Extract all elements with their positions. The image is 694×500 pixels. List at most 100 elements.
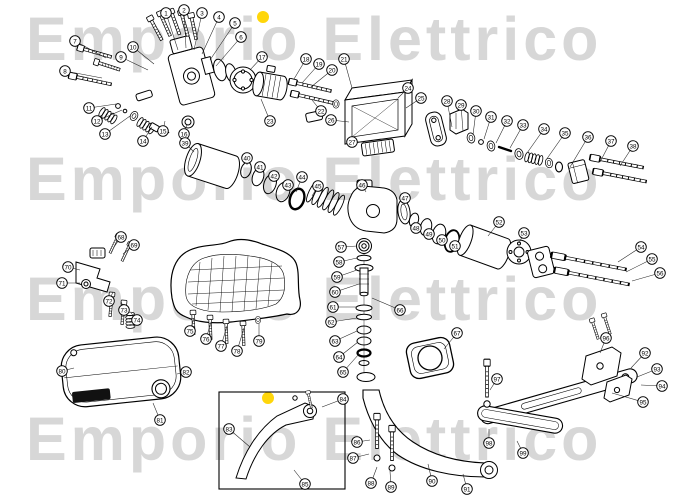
callout-number: 32 [503,118,511,125]
callout-8: 8 [59,65,103,79]
callout-circle [651,363,663,375]
callout-circle [627,140,639,152]
callout-circle [470,105,482,117]
callout-93: 93 [636,363,663,378]
callout-number: 98 [485,440,493,447]
callout-number: 11 [86,105,93,112]
callout-2: 2 [178,4,190,49]
starter-motor-assembly [229,64,340,123]
callout-number: 47 [401,195,409,202]
callout-number: 53 [520,230,528,237]
callout-61: 61 [327,301,356,313]
callout-number: 13 [101,131,109,138]
callout-circle [646,253,658,265]
callout-circle [103,295,115,307]
callout-number: 45 [314,183,322,190]
callout-circle [299,478,311,490]
callout-circle [517,119,529,131]
callout-95: 95 [611,392,649,408]
callout-number: 77 [217,343,225,350]
tank-label [72,388,111,403]
callout-76: 76 [200,321,212,345]
callout-circle [518,227,530,239]
callout-75: 75 [184,317,196,337]
callout-number: 18 [302,56,310,63]
callout-number: 30 [472,108,480,115]
callout-number: 2 [182,7,186,14]
callout-number: 40 [243,155,251,162]
callout-circle [600,332,612,344]
callout-circle [449,240,461,252]
screw [67,71,113,89]
callout-circle [333,256,345,268]
callout-54: 54 [617,241,647,263]
callout-number: 75 [186,328,194,335]
callout-number: 6 [239,34,243,41]
callout-number: 29 [457,102,465,109]
bracket [581,346,622,386]
callout-24: 24 [397,82,414,99]
callout-1: 1 [160,7,179,51]
callout-number: 58 [335,259,343,266]
callout-circle [215,340,227,352]
callout-circle [254,161,266,173]
callout-59: 59 [331,269,358,283]
callout-circle [605,135,617,147]
callout-number: 52 [495,219,503,226]
callout-circle [264,115,276,127]
callout-circle [426,475,438,487]
callout-25: 25 [405,92,427,109]
callout-number: 34 [540,126,548,133]
callout-number: 61 [329,304,337,311]
callout-19: 19 [301,58,325,84]
callout-number: 96 [602,335,610,342]
callout-84: 84 [321,393,349,408]
callout-number: 48 [412,225,420,232]
callout-circle [56,365,68,377]
callout-number: 33 [519,122,527,129]
callout-number: 3 [200,10,204,17]
watermark-accent-dot [262,392,274,404]
callout-circle [346,136,358,148]
callout-66: 66 [371,297,406,316]
callout-80: 80 [56,365,75,377]
callout-circle [196,7,208,19]
callout-circle [315,105,327,117]
callout-97: 97 [489,373,503,391]
callout-circle [131,314,143,326]
callout-circle [115,51,127,63]
callout-60: 60 [329,283,360,298]
callout-circle [436,234,448,246]
callout-5: 5 [209,17,241,61]
callout-number: 49 [425,231,433,238]
callout-3: 3 [193,7,208,51]
callout-number: 89 [387,484,395,491]
callout-circle [335,241,347,253]
callout-circle [118,304,130,316]
callout-circle [200,333,212,345]
callout-number: 46 [358,182,366,189]
callout-circle [501,115,513,127]
callout-circle [461,483,473,495]
callout-circle [157,125,169,137]
callout-number: 74 [133,317,141,324]
callout-7: 7 [69,35,107,59]
callout-96: 96 [599,332,612,354]
callout-number: 85 [301,481,309,488]
callout-circle [337,393,349,405]
callout-circle [256,51,268,63]
callout-number: 26 [327,117,335,124]
callout-90: 90 [426,463,438,487]
callout-number: 28 [443,98,451,105]
callout-68: 68 [113,231,127,248]
callout-42: 42 [268,170,280,182]
callout-34: 34 [526,123,550,154]
callout-78: 78 [231,327,245,357]
callout-23: 23 [260,98,276,127]
callout-number: 97 [493,376,501,383]
callout-circle [62,261,74,273]
callout-number: 37 [607,138,615,145]
callout-circle [402,82,414,94]
